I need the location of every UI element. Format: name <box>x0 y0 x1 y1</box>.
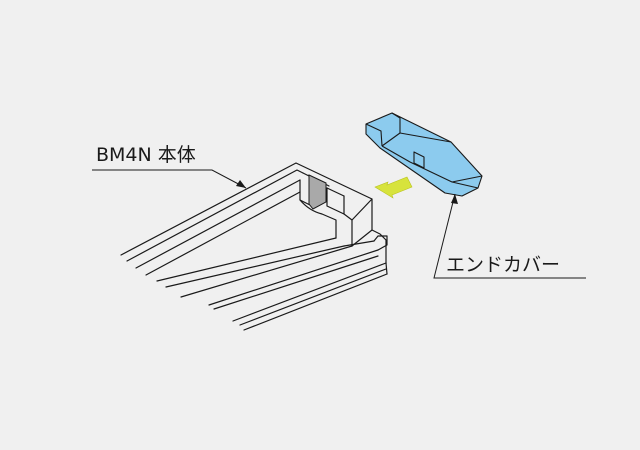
insert-direction-arrow <box>374 176 413 199</box>
gray-insert-block <box>308 174 327 210</box>
main-body-leader <box>92 169 247 189</box>
end-cover-part <box>365 112 483 197</box>
bm4n-body-rail <box>120 162 388 331</box>
main-body-leader-arrowhead <box>236 180 246 188</box>
end-cover-leader <box>433 193 586 279</box>
end-cover-label: エンドカバー <box>446 254 561 276</box>
end-cover-leader-arrowhead <box>451 194 458 204</box>
leader-lines <box>92 169 586 279</box>
bm4n-body-label: BM4N 本体 <box>96 144 196 166</box>
